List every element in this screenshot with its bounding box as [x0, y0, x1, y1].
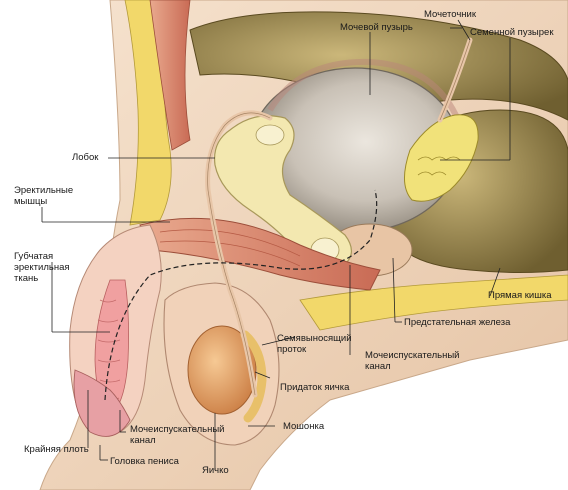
- label-seminal-vesicle: Семенной пузырек: [470, 27, 554, 38]
- testis-shape: [187, 325, 257, 415]
- label-spongy-2: эректильная: [14, 262, 70, 273]
- label-vas-deferens-1: Семявыносящий: [277, 333, 352, 344]
- label-ureter: Мочеточник: [424, 9, 476, 20]
- label-pubis: Лобок: [72, 152, 99, 163]
- label-foreskin: Крайняя плоть: [24, 444, 89, 455]
- erectile-muscle-shape: [139, 217, 381, 291]
- pubic-bone-shape: [213, 115, 352, 272]
- label-epididymis: Придаток яичка: [280, 382, 350, 393]
- label-spongy-1: Губчатая: [14, 251, 54, 262]
- label-bladder: Мочевой пузырь: [340, 22, 413, 33]
- epididymis-shape: [240, 330, 267, 423]
- label-erectile-muscles-1: Эректильные: [14, 185, 74, 196]
- seminal-vesicle-shape: [404, 114, 479, 202]
- label-penile-urethra-2: канал: [130, 435, 156, 446]
- urethra-path: [104, 189, 378, 401]
- label-urethra-2: канал: [365, 361, 391, 372]
- label-erectile-muscles-2: мышцы: [14, 196, 48, 207]
- abdominal-wall-muscle: [149, 0, 191, 151]
- label-prostate: Предстательная железа: [404, 317, 511, 328]
- label-penile-urethra-1: Мочеиспускательный: [130, 424, 225, 435]
- label-urethra-1: Мочеиспускательный: [365, 350, 460, 361]
- label-vas-deferens-2: проток: [277, 344, 307, 355]
- label-testicle: Яичко: [202, 465, 229, 476]
- label-scrotum: Мошонка: [283, 421, 325, 432]
- leader-lines: [41, 19, 511, 470]
- label-rectum: Прямая кишка: [488, 290, 552, 301]
- label-spongy-3: ткань: [14, 273, 39, 284]
- label-glans: Головка пениса: [110, 456, 179, 467]
